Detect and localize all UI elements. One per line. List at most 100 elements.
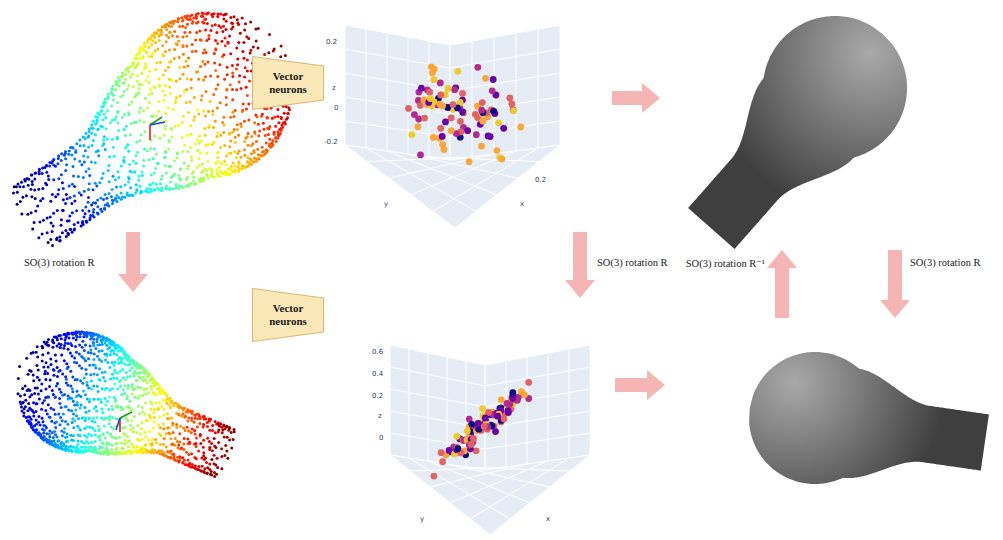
cloud-point — [50, 161, 53, 164]
cloud-point — [258, 157, 261, 160]
cloud-point — [237, 134, 240, 137]
cloud-point — [202, 177, 205, 180]
cloud-point — [164, 50, 167, 53]
cloud-point — [56, 345, 59, 348]
cloud-point — [109, 350, 112, 353]
cloud-point — [191, 50, 194, 53]
cloud-point — [87, 351, 90, 354]
cloud-point — [159, 137, 162, 140]
cloud-point — [237, 23, 240, 26]
cloud-point — [271, 143, 274, 146]
cloud-point — [258, 130, 261, 133]
cloud-point — [141, 55, 144, 58]
cloud-point — [99, 439, 102, 442]
cloud-point — [150, 378, 153, 381]
cloud-point — [82, 335, 85, 338]
cloud-point — [159, 182, 162, 185]
cloud-point — [97, 154, 100, 157]
cloud-point — [31, 228, 34, 231]
cloud-point — [165, 172, 168, 175]
cloud-point — [136, 379, 139, 382]
cloud-point — [100, 408, 103, 411]
cloud-point — [154, 394, 157, 397]
cloud-point — [136, 64, 139, 67]
cloud-point — [177, 124, 180, 127]
cloud-point — [106, 204, 109, 207]
cloud-point — [127, 84, 130, 87]
cloud-point — [70, 153, 73, 156]
cloud-point — [86, 425, 89, 428]
cloud-point — [96, 344, 99, 347]
cloud-point — [36, 387, 39, 390]
cloud-point — [61, 209, 64, 212]
cloud-point — [39, 424, 42, 427]
cloud-point — [190, 155, 193, 158]
cloud-point — [134, 66, 137, 69]
cloud-point — [30, 195, 33, 198]
cloud-point — [135, 431, 138, 434]
cloud-point — [201, 20, 204, 23]
cloud-point — [110, 448, 113, 451]
cloud-point — [60, 441, 63, 444]
cloud-point — [24, 399, 27, 402]
cloud-point — [46, 441, 49, 444]
cloud-point — [214, 39, 217, 42]
cloud-point — [250, 144, 253, 147]
cloud-point — [106, 93, 109, 96]
cloud-point — [150, 44, 153, 47]
cloud-point — [107, 408, 110, 411]
cloud-point — [47, 396, 50, 399]
cloud-point — [122, 351, 125, 354]
cloud-point — [48, 165, 51, 168]
cloud-point — [42, 366, 45, 369]
cloud-point — [89, 345, 92, 348]
cloud-point — [41, 197, 44, 200]
cloud-point — [138, 412, 141, 415]
cloud-point — [112, 84, 115, 87]
cloud-point — [268, 138, 271, 141]
cloud-point — [29, 421, 32, 424]
cloud-point — [286, 116, 289, 119]
cloud-point — [66, 232, 69, 235]
cloud-point — [230, 168, 233, 171]
cloud-point — [68, 337, 71, 340]
cloud-point — [126, 395, 129, 398]
cloud-point — [242, 103, 245, 106]
cloud-point — [64, 405, 67, 408]
cloud-point — [26, 389, 29, 392]
cloud-point — [94, 182, 97, 185]
cloud-point — [54, 426, 57, 429]
cloud-point — [79, 144, 82, 147]
cloud-point — [82, 390, 85, 393]
cloud-point — [275, 140, 278, 143]
cloud-point — [124, 78, 127, 81]
cloud-point — [154, 167, 157, 170]
cloud-point — [231, 98, 234, 101]
cloud-point — [215, 88, 218, 91]
cloud-point — [79, 332, 82, 335]
cloud-point — [150, 43, 153, 46]
cloud-point — [109, 378, 112, 381]
cloud-point — [227, 152, 230, 155]
cloud-point — [136, 424, 139, 427]
cloud-point — [112, 99, 115, 102]
cloud-point — [98, 181, 101, 184]
cloud-point — [137, 405, 140, 408]
cloud-point — [250, 163, 253, 166]
cloud-point — [231, 22, 234, 25]
cloud-point — [144, 45, 147, 48]
cloud-point — [143, 379, 146, 382]
cloud-point — [151, 403, 154, 406]
cloud-point — [193, 182, 196, 185]
cloud-point — [86, 384, 89, 387]
cloud-point — [30, 370, 33, 373]
cloud-point — [198, 164, 201, 167]
cloud-point — [132, 430, 135, 433]
cloud-point — [190, 78, 193, 81]
cloud-point — [87, 201, 90, 204]
cloud-point — [21, 387, 24, 390]
cloud-point — [30, 393, 33, 396]
cloud-point — [132, 372, 135, 375]
cloud-point — [67, 384, 70, 387]
cloud-point — [231, 111, 234, 114]
